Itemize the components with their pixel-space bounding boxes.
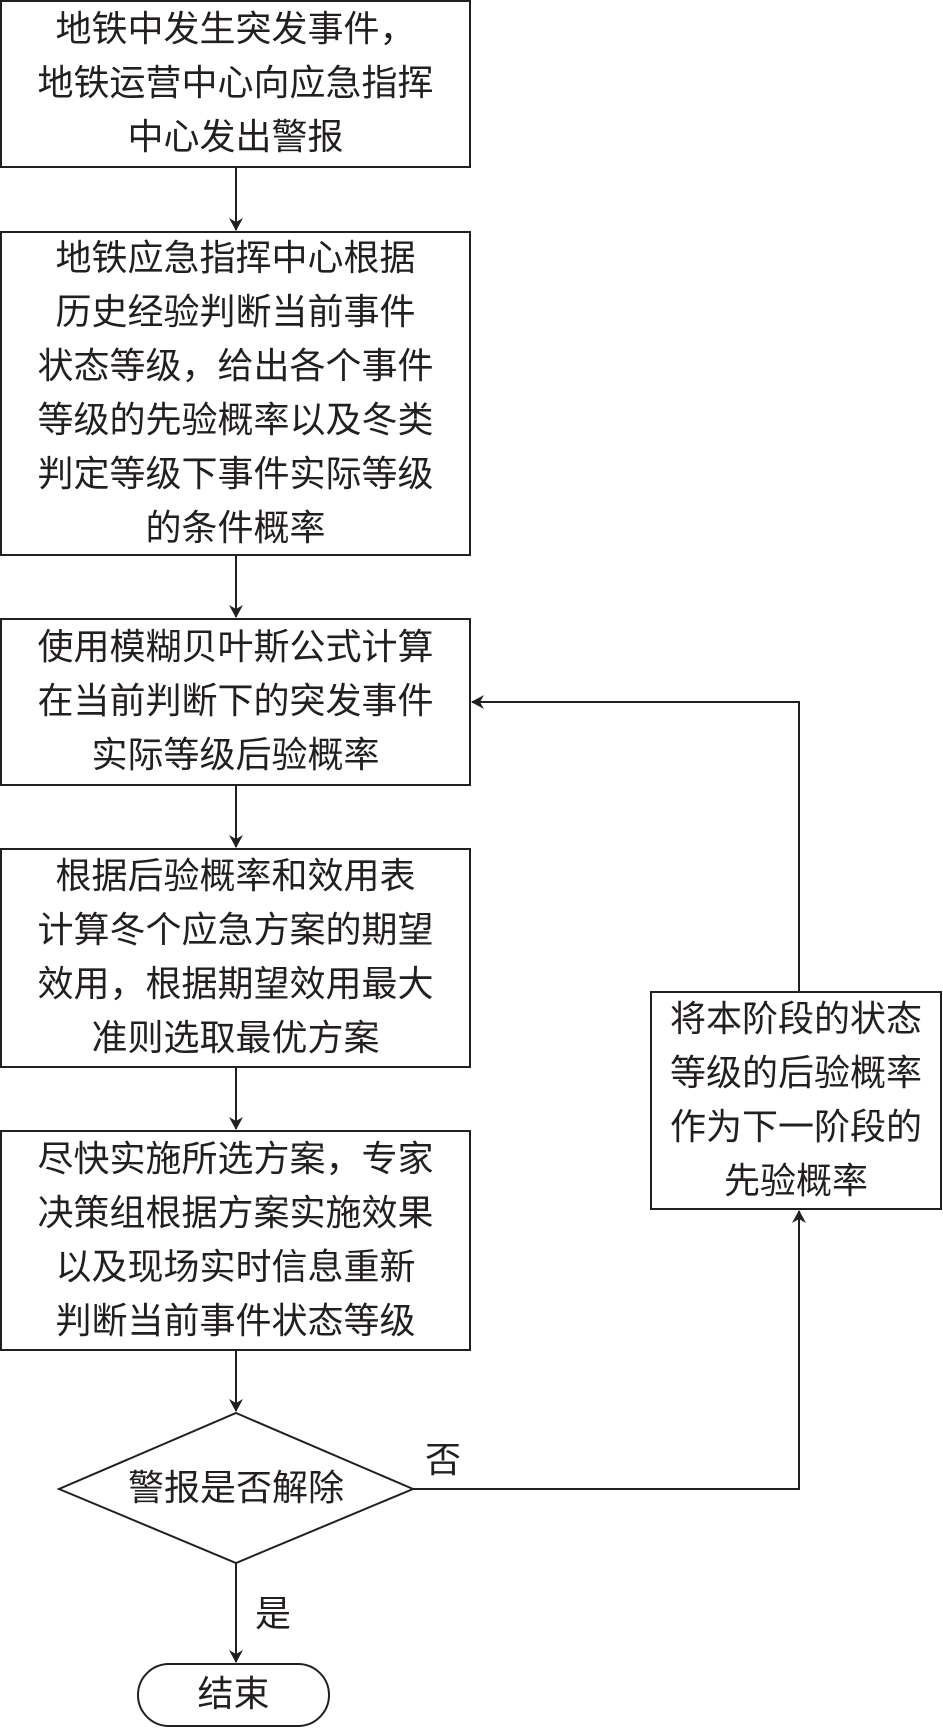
feedback-text: 将本阶段的状态 等级的后验概率 作为下一阶段的 先验概率 (669, 998, 922, 1202)
step4-text: 根据后验概率和效用表 计算冬个应急方案的期望 效用，根据期望效用最大 准则选取最… (37, 856, 434, 1059)
arrow-feedback-step3 (471, 695, 800, 992)
decision-text: 警报是否解除 (127, 1468, 344, 1509)
step3-text: 使用模糊贝叶斯公式计算 在当前判断下的突发事件 实际等级后验概率 (37, 627, 434, 776)
end-text: 结束 (197, 1674, 270, 1715)
end-terminal (137, 1663, 330, 1727)
yes-label: 是 (255, 1594, 292, 1635)
step5-text: 尽快实施所选方案，专家 决策组根据方案实施效果 以及现场实时信息重新 判断当前事… (37, 1138, 434, 1342)
step1-text: 地铁中发生突发事件， 地铁运营中心向应急指挥 中心发出警报 (37, 9, 434, 158)
step2-text: 地铁应急指挥中心根据 历史经验判断当前事件 状态等级，给出各个事件 等级的先验概… (37, 237, 434, 549)
arrow-decision-feedback (413, 1210, 806, 1490)
no-label: 否 (425, 1440, 462, 1481)
feedback-box (650, 991, 942, 1210)
